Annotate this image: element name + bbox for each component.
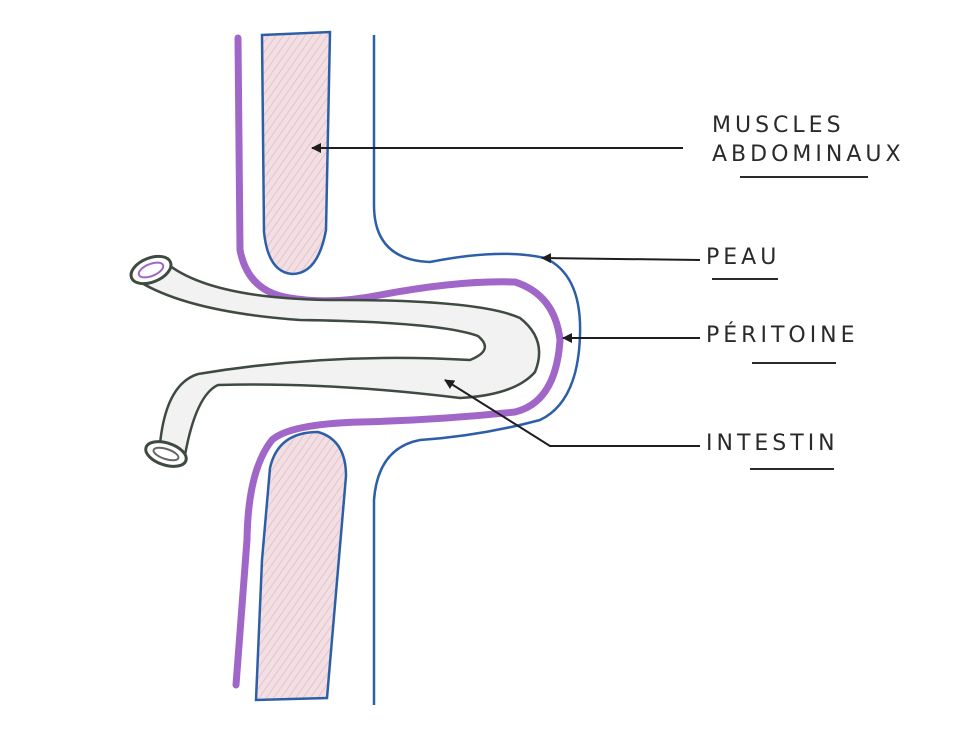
- pointer-peau: [542, 258, 700, 260]
- upper-muscle: [262, 32, 330, 274]
- label-intestin-underline: [750, 468, 834, 470]
- lower-muscle: [256, 432, 346, 700]
- label-muscles: MUSCLES ABDOMINAUX: [712, 112, 905, 169]
- label-intestin: INTESTIN: [706, 430, 839, 459]
- label-muscles-line2: ABDOMINAUX: [712, 141, 905, 170]
- label-muscles-underline: [740, 176, 868, 178]
- label-peritoine: PÉRITOINE: [706, 322, 859, 351]
- label-peau: PEAU: [706, 244, 780, 273]
- label-peritoine-underline: [752, 362, 836, 364]
- label-peau-underline: [712, 278, 778, 280]
- label-muscles-line1: MUSCLES: [712, 112, 905, 141]
